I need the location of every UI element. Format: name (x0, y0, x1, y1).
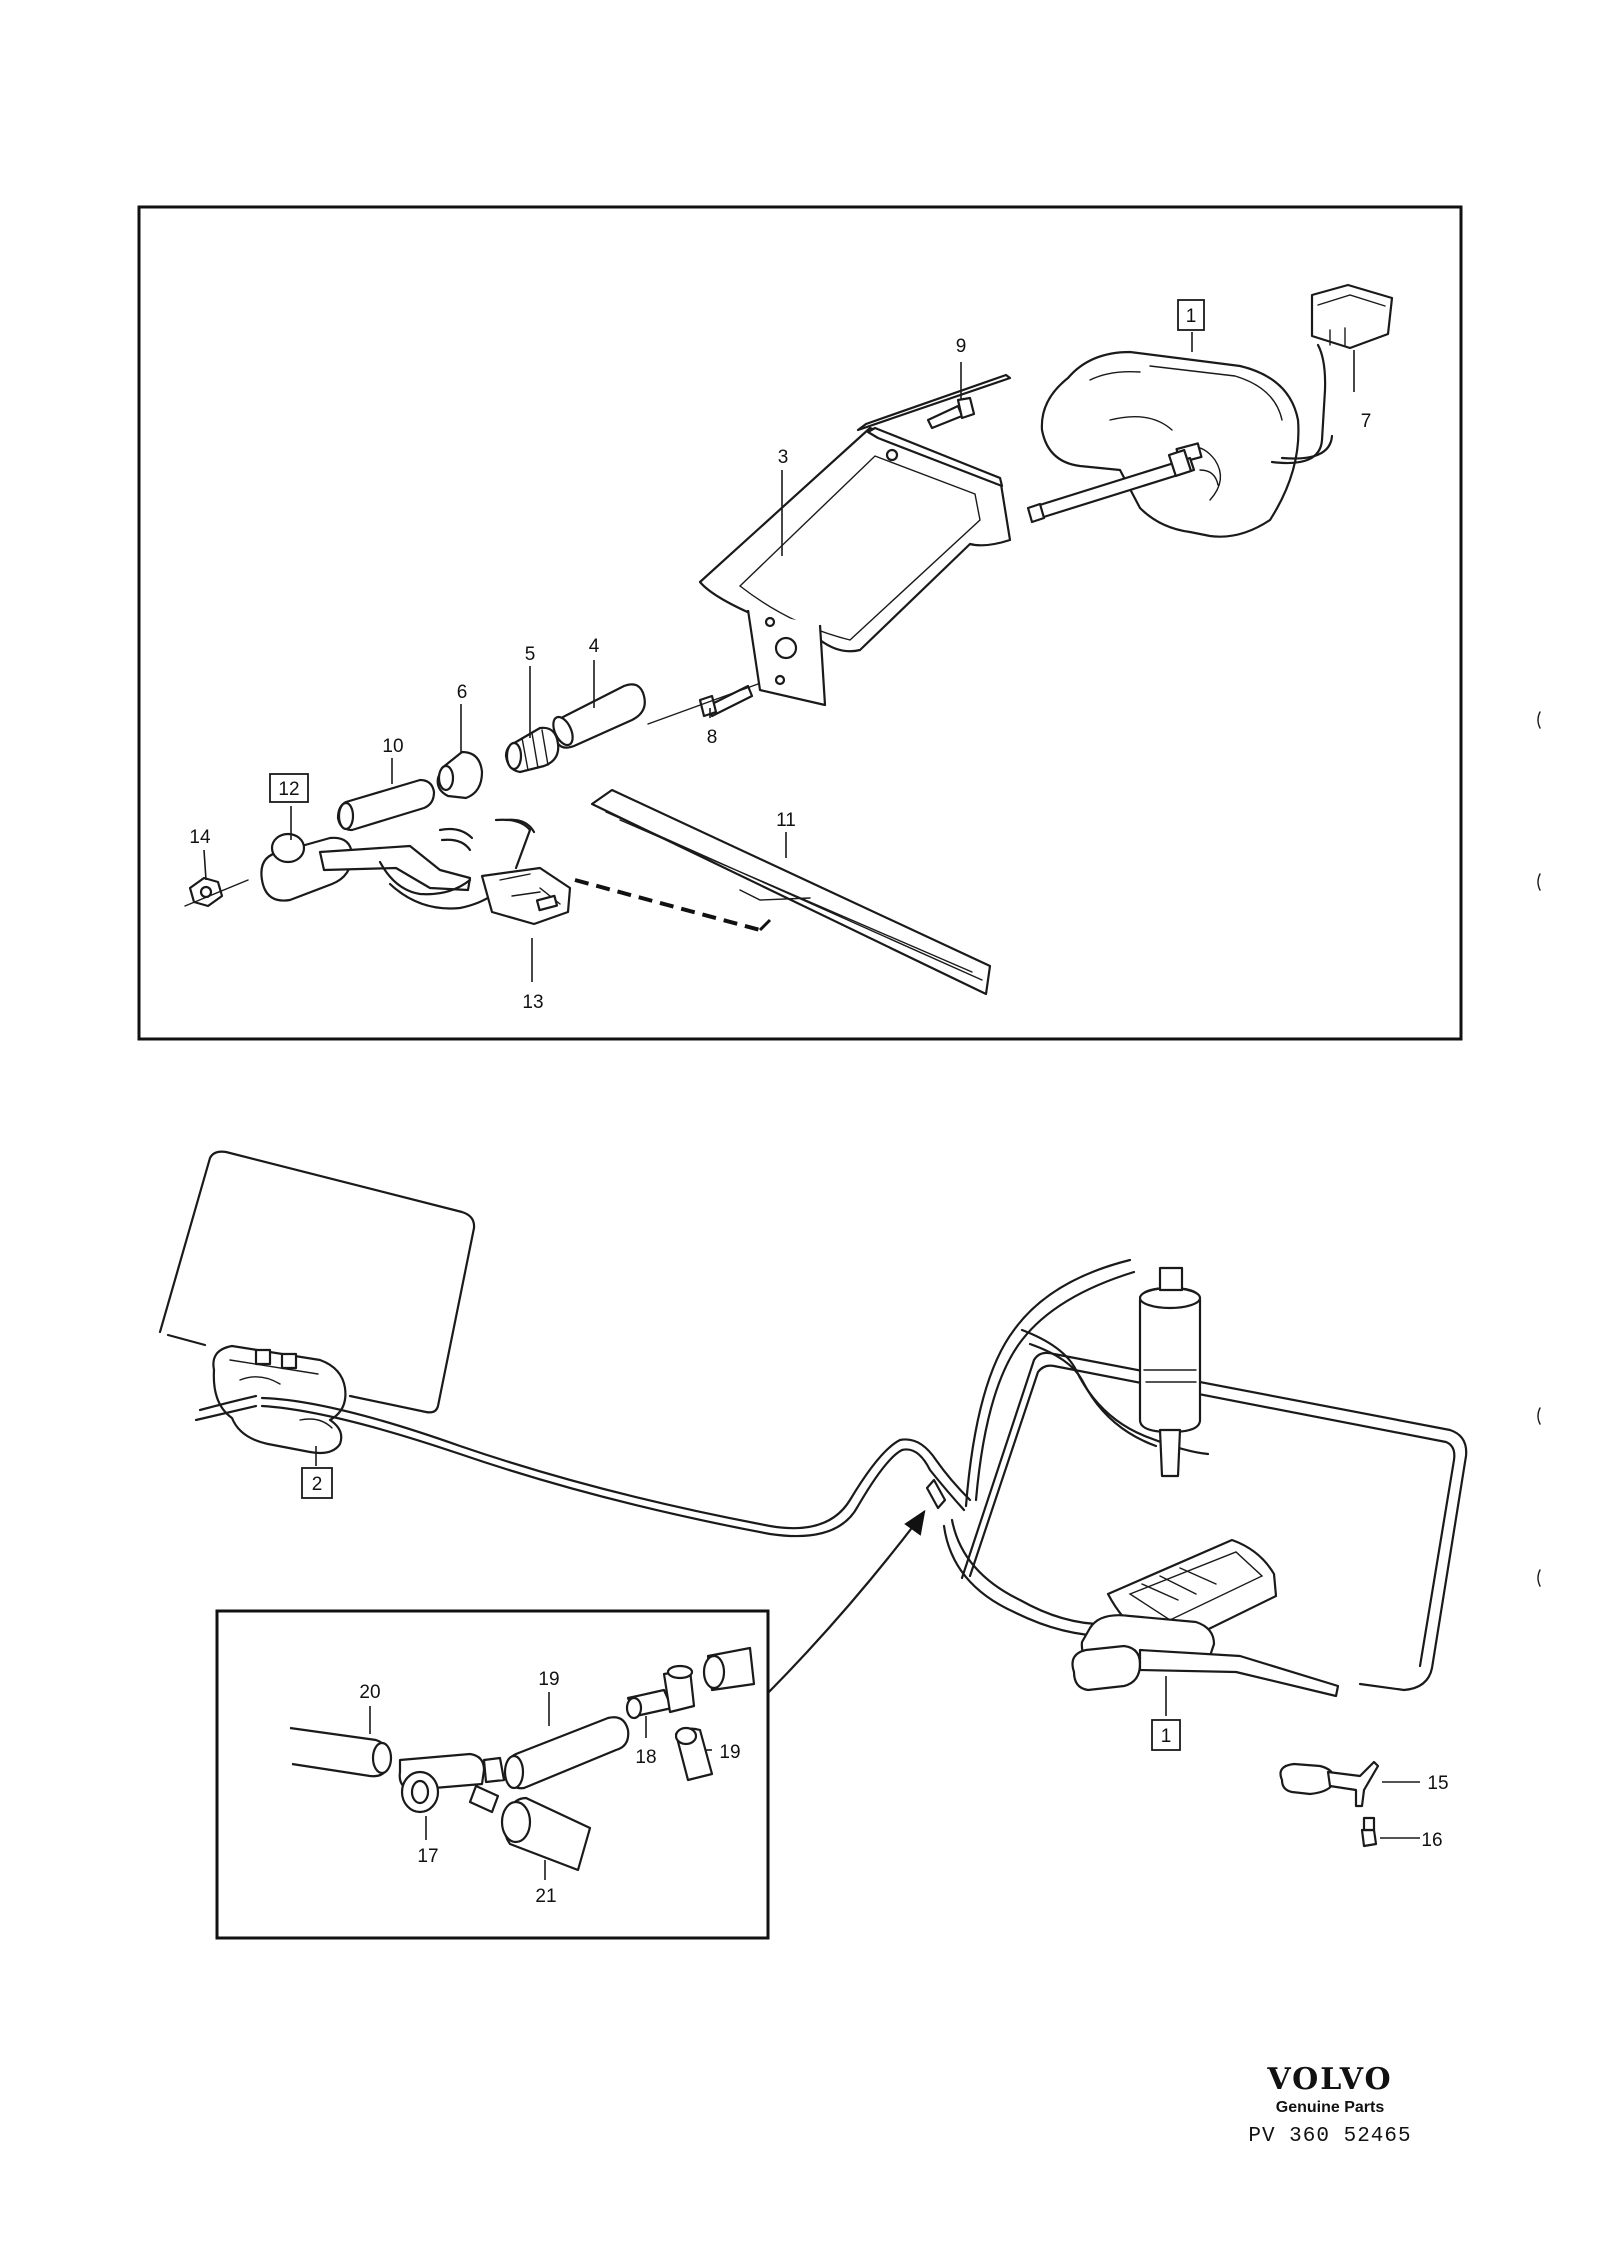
rear-wiper-assembly (1071, 1538, 1340, 1698)
callout-12: 12 (278, 779, 299, 800)
callout-14: 14 (189, 827, 211, 848)
callout-1-top: 1 (1186, 306, 1197, 327)
hose-21 (500, 1796, 592, 1872)
genuine-parts-label: Genuine Parts (1275, 2099, 1385, 2116)
callout-5: 5 (525, 644, 536, 665)
screw-9 (926, 396, 976, 430)
callout-8: 8 (707, 727, 718, 748)
hose-19 (503, 1716, 630, 1790)
callout-6: 6 (457, 682, 468, 703)
washer-pump (1138, 1266, 1202, 1478)
callout-19a: 19 (538, 1669, 559, 1690)
hose-end-top (702, 1646, 756, 1692)
rear-window (960, 1351, 1468, 1692)
detail-arrow (764, 1510, 926, 1697)
hose-19b (674, 1726, 714, 1782)
washer-hose-main (260, 1396, 972, 1530)
diagram-code: PV 360 52465 (1248, 2125, 1412, 2148)
screw-8 (698, 684, 754, 718)
screw-16 (1360, 1816, 1378, 1848)
callout-7: 7 (1361, 411, 1372, 432)
callout-16: 16 (1421, 1830, 1442, 1851)
volvo-logo: VOLVO (1267, 2062, 1393, 2097)
hose-20 (289, 1726, 393, 1778)
callout-18: 18 (635, 1747, 656, 1768)
clip-15 (1279, 1760, 1380, 1808)
wiper-arm (260, 818, 572, 926)
callout-3: 3 (778, 447, 789, 468)
callout-10: 10 (382, 736, 403, 757)
motor-connector (1270, 283, 1394, 465)
callout-17: 17 (417, 1846, 438, 1867)
washer-hose-main-outline (260, 1404, 966, 1538)
callout-2: 2 (312, 1474, 323, 1495)
spacer-tube-4 (552, 683, 646, 749)
sleeve-10 (336, 778, 436, 832)
rubber-bushing-5 (504, 726, 560, 774)
nut-14 (188, 876, 224, 908)
exploded-view-frame (137, 205, 1463, 1041)
callout-1-bottom: 1 (1161, 1726, 1172, 1747)
callout-20: 20 (359, 1682, 380, 1703)
mounting-bracket (698, 373, 1012, 707)
callout-19b: 19 (719, 1742, 740, 1763)
callout-9: 9 (956, 336, 967, 357)
front-window (158, 1150, 476, 1414)
wiper-blade (590, 788, 992, 996)
wiper-motor (1026, 350, 1300, 538)
hose-branch-upper (964, 1258, 1132, 1508)
cap-6 (436, 750, 484, 800)
callout-4: 4 (589, 636, 600, 657)
callout-21: 21 (535, 1886, 556, 1907)
brand-footer: VOLVO Genuine Parts PV 360 52465 (1230, 2062, 1430, 2148)
connector-18 (625, 1664, 696, 1720)
t-piece-17 (398, 1752, 506, 1814)
callout-11: 11 (776, 810, 796, 831)
callout-15: 15 (1427, 1773, 1448, 1794)
callout-13: 13 (522, 992, 543, 1013)
